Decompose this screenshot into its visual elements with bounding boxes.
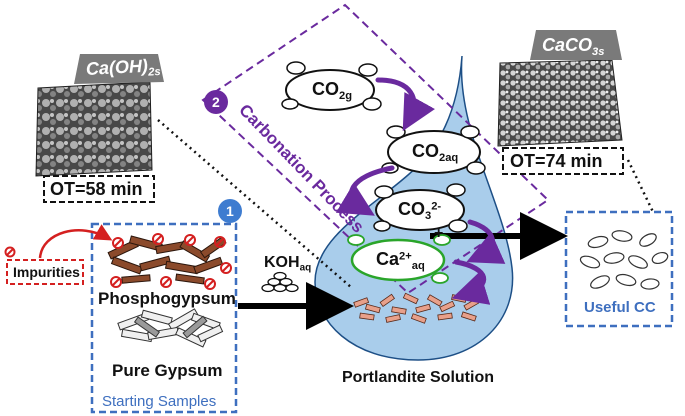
co2-aq-label: CO2aq <box>412 142 458 164</box>
caoh2-sub: 2s <box>147 65 161 79</box>
phosphogypsum-crystals <box>107 235 227 285</box>
plus-sign: + <box>434 225 444 242</box>
step-2-badge <box>204 90 228 114</box>
curved-purple-arrow-icon <box>335 77 506 305</box>
caoh2-main: Ca(OH) <box>85 55 149 79</box>
impurities-arrow <box>38 224 113 259</box>
pure-gypsum-crystals-gray <box>133 315 208 339</box>
ca-label: Ca2+aq <box>376 250 425 272</box>
pellet-pile-icon <box>261 271 299 293</box>
left-time-box <box>43 175 155 203</box>
co3-label: CO32- <box>398 200 441 222</box>
co3-sup: 2- <box>431 200 442 213</box>
ca-main: Ca <box>376 249 400 269</box>
co2-gas-sub: 2g <box>339 89 353 102</box>
pure-gypsum-label: Pure Gypsum <box>112 361 223 380</box>
forbidden-icon <box>4 246 16 258</box>
co2-aq-sub: 2aq <box>439 151 459 164</box>
right-time-label: OT=74 min <box>510 151 603 171</box>
koh-main: KOH <box>264 254 300 271</box>
step-1-badge <box>218 199 242 223</box>
koh-label: KOHaq <box>264 255 311 273</box>
impurity-marks <box>110 233 232 290</box>
starting-samples-box <box>90 222 238 414</box>
left-connector <box>157 119 353 289</box>
caco3-tag <box>530 30 622 60</box>
caco3-sub: 3s <box>592 45 605 58</box>
caco3-main: CaCO <box>542 35 593 55</box>
impurities-label: Impurities <box>13 264 80 280</box>
sem-image-left <box>35 81 153 177</box>
co2-aq-main: CO <box>412 141 439 161</box>
ca-cloud <box>347 234 451 284</box>
portlandite-flakes <box>353 292 480 324</box>
co3-cloud <box>373 183 468 233</box>
sem-image-right <box>497 59 623 147</box>
caoh2-tag <box>74 54 164 84</box>
co2-gas-cloud <box>281 61 382 111</box>
pure-gypsum-crystals <box>117 308 224 348</box>
co2-gas-label: CO2g <box>312 80 352 102</box>
co2-gas-main: CO <box>312 79 339 99</box>
phosphogypsum-label: Phosphogypsum <box>98 289 236 308</box>
starting-samples-label: Starting Samples <box>102 393 217 410</box>
useful-cc-label: Useful CC <box>584 299 656 316</box>
koh-sub: aq <box>299 262 312 274</box>
caco3-label: CaCO3s <box>542 36 604 58</box>
step-1-number: 1 <box>226 203 234 219</box>
right-time-box <box>502 147 624 175</box>
ca-sub: aq <box>411 259 425 272</box>
step-2-number: 2 <box>212 94 220 110</box>
cc-particles <box>579 230 669 290</box>
ca-sup: 2+ <box>399 250 412 263</box>
impurities-box <box>6 259 84 285</box>
caoh2-label: Ca(OH)2s <box>85 55 161 82</box>
left-time-label: OT=58 min <box>50 179 143 199</box>
co3-main: CO <box>398 199 425 219</box>
portlandite-solution-label: Portlandite Solution <box>342 369 494 386</box>
right-connector <box>626 159 656 215</box>
co3-sub: 3 <box>425 209 432 222</box>
